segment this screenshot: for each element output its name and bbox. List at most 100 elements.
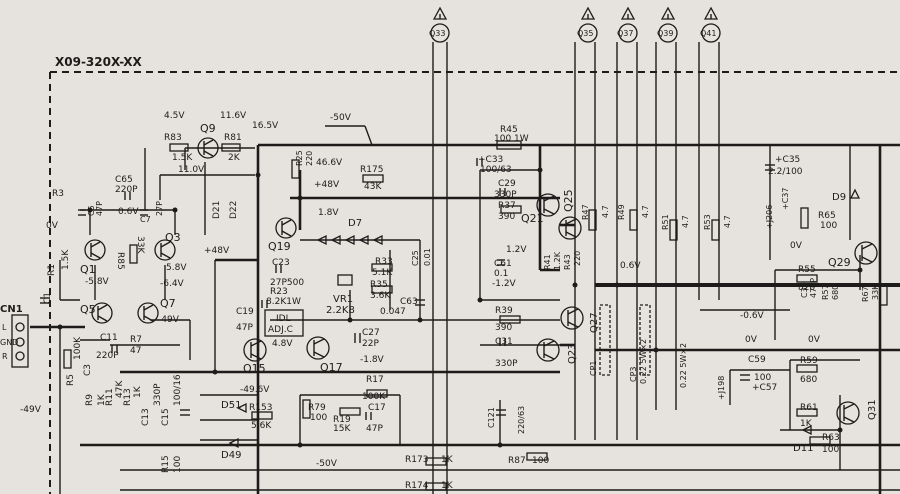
transistor-q29-label: Q29 <box>828 256 851 269</box>
voltage-minus-1-2v: -1.2V <box>492 279 517 289</box>
transistor-q7-label: Q7 <box>160 297 176 310</box>
voltage-minus-5-8v: -5.8V <box>85 277 110 287</box>
terminal-q41-label: Q41 <box>700 29 716 38</box>
diode-d21-label: D21 <box>212 201 222 219</box>
c27-value: 22P <box>362 339 379 349</box>
c39-value: 470P <box>809 278 818 298</box>
c33-label: +C33 <box>478 155 503 165</box>
vr1-label: VR1 <box>333 294 353 305</box>
r83-value: 1.5K <box>172 153 193 163</box>
r174-label: R174 <box>405 481 429 491</box>
idle-adjust-line1: IDL <box>276 314 291 324</box>
c7-label: C7 <box>140 215 151 224</box>
voltage-11-6v: 11.6V <box>220 111 247 121</box>
voltage-0v-a: 0V <box>46 221 59 231</box>
terminal-q39-label: Q39 <box>657 29 673 38</box>
connector-cn1: CN1 L GND R <box>0 304 29 368</box>
r5-label: R5 <box>66 374 76 386</box>
r63-label: R63 <box>822 433 840 443</box>
diode-d51-label: D51 <box>221 400 241 411</box>
r23-label: R23 <box>270 287 288 297</box>
transistor-q15 <box>243 338 267 362</box>
r79-value: 100 <box>310 413 327 423</box>
c25-value: 0.01 <box>423 248 432 266</box>
r1-label: R1 <box>47 264 57 276</box>
r5-value: 100K <box>73 336 83 360</box>
component-symbols <box>40 140 888 491</box>
transistor-q5 <box>91 302 113 324</box>
r51-value: 4.7 <box>681 215 690 228</box>
r49-label: R49 <box>617 204 626 220</box>
c31-value: 330P <box>495 359 518 369</box>
transistor-q31-label: Q31 <box>867 399 878 420</box>
terminal-q35: Q35 <box>574 6 598 440</box>
junctions <box>57 167 863 448</box>
transistor-q9 <box>197 137 219 159</box>
transistor-q9-label: Q9 <box>200 122 216 135</box>
diode-d49-label: D49 <box>221 450 241 461</box>
cp1-label: CP1 <box>589 361 598 377</box>
transistor-q19-label: Q19 <box>268 240 291 253</box>
terminal-q41: Q41 <box>698 6 721 300</box>
c59-label: C59 <box>748 355 766 365</box>
r11-label: R11 <box>105 388 115 406</box>
c63-label: C63 <box>400 297 418 307</box>
transistor-q1-label: Q1 <box>80 263 96 276</box>
r39-value: 390 <box>495 323 512 333</box>
voltage-minus-1-8v: -1.8V <box>360 355 385 365</box>
voltage-1-8v: 1.8V <box>318 208 339 218</box>
c13-value: 330P <box>153 383 163 406</box>
r65-value: 100 <box>820 221 837 231</box>
c121-value: 220/63 <box>517 406 526 434</box>
diode-d22-label: D22 <box>229 201 239 219</box>
r35-value: 3.6K <box>370 291 391 301</box>
r7-label: R7 <box>130 335 142 345</box>
board-label: X09-320X-XX <box>55 55 143 69</box>
r67-label: R67 <box>861 286 870 302</box>
r37-value: 390 <box>498 212 515 222</box>
r3-label: R3 <box>52 189 64 199</box>
voltage-minus-49-6v: -49.6V <box>240 385 270 395</box>
connector-pin-r: R <box>2 352 8 361</box>
transistor-q17 <box>306 336 330 360</box>
transistor-q15-label: Q15 <box>243 362 266 375</box>
r39-label: R39 <box>495 306 513 316</box>
transistor-q23 <box>536 338 560 362</box>
voltage-46-6v: 46.6V <box>316 158 343 168</box>
r81-value: 2K <box>228 153 241 163</box>
r87-value: 100 <box>532 456 549 466</box>
diode-j198-label: +J198 <box>717 376 726 400</box>
r55-value: 820 <box>798 283 815 293</box>
terminal-q37: Q37 <box>616 6 638 440</box>
terminal-q33-label: Q33 <box>429 29 445 38</box>
r173-label: R173 <box>405 455 428 465</box>
wiring <box>30 125 900 494</box>
voltage-plus-48v-a: +48V <box>314 180 340 190</box>
c7-value: 27P <box>155 201 164 216</box>
voltage-minus-6-4v: -6.4V <box>160 279 185 289</box>
diodes: D7 D51 D49 D9 D11 D21 D22 +J206 +J198 <box>212 188 861 461</box>
r41-value: 1.2K <box>553 251 562 270</box>
r49-value: 4.7 <box>641 205 650 218</box>
c35-label: +C35 <box>775 155 800 165</box>
c29-label: C29 <box>498 179 516 189</box>
transistor-q1 <box>84 239 106 261</box>
r25-value: 220 <box>305 151 314 166</box>
voltage-4-8v: 4.8V <box>272 339 293 349</box>
r17-value: 100K <box>362 392 386 402</box>
r9-value: 1K <box>97 393 107 406</box>
r43-label: R43 <box>563 254 572 270</box>
voltage-minus-49v: -49V <box>158 315 180 325</box>
idle-adjust-box: IDL ADJ.C <box>264 309 304 337</box>
r67-value: 33K <box>871 284 880 300</box>
r47-value: 4.7 <box>601 205 610 218</box>
r57-value: 680 <box>831 285 840 300</box>
transistor-q3-label: Q3 <box>165 231 181 244</box>
r13-value: 1K <box>133 385 143 398</box>
r47-label: R47 <box>581 204 590 220</box>
r79-label: R79 <box>308 403 326 413</box>
c57-label: +C57 <box>752 383 777 393</box>
r175-label: R175 <box>360 165 383 175</box>
c29-value: 330P <box>494 190 517 200</box>
voltage-4-5v: 4.5V <box>164 111 185 121</box>
